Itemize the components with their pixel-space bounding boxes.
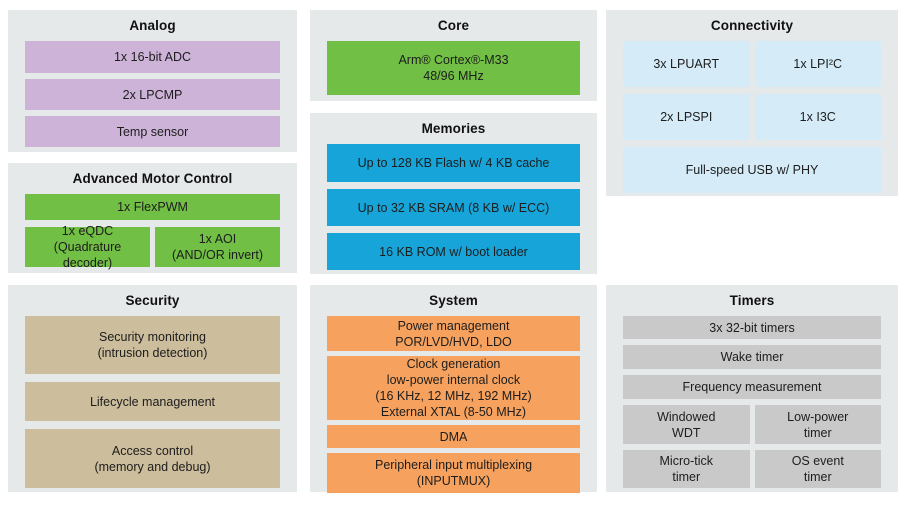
block-lpi2c: 1x LPI²C (754, 41, 881, 87)
panel-advanced-motor-control: Advanced Motor Control 1x FlexPWM 1x eQD… (8, 163, 297, 273)
panel-memories-cells: Up to 128 KB Flash w/ 4 KB cache Up to 3… (327, 144, 580, 270)
block-access-control: Access control (memory and debug) (25, 429, 280, 488)
panel-memories: Memories Up to 128 KB Flash w/ 4 KB cach… (310, 113, 597, 274)
panel-connectivity: Connectivity 3x LPUART 1x LPI²C 2x LPSPI… (606, 10, 898, 196)
block-clock-generation: Clock generation low-power internal cloc… (327, 356, 580, 420)
block-wake-timer: Wake timer (623, 345, 881, 369)
panel-security: Security Security monitoring (intrusion … (8, 285, 297, 492)
panel-motor-cells: 1x FlexPWM 1x eQDC (Quadrature decoder) … (25, 194, 280, 270)
block-dma: DMA (327, 425, 580, 448)
panel-memories-title: Memories (421, 121, 486, 136)
block-lpcmp: 2x LPCMP (25, 79, 280, 110)
panel-core-title: Core (437, 18, 470, 33)
block-flexpwm: 1x FlexPWM (25, 194, 280, 220)
panel-core-cells: Arm® Cortex®-M33 48/96 MHz (327, 41, 580, 95)
block-lpspi: 2x LPSPI (623, 94, 750, 140)
block-lifecycle-management: Lifecycle management (25, 382, 280, 421)
motor-bottom-row: 1x eQDC (Quadrature decoder) 1x AOI (AND… (25, 224, 280, 270)
block-usb-phy: Full-speed USB w/ PHY (623, 147, 881, 193)
panel-core: Core Arm® Cortex®-M33 48/96 MHz (310, 10, 597, 101)
block-inputmux: Peripheral input multiplexing (INPUTMUX) (327, 453, 580, 493)
block-windowed-wdt: Windowed WDT (623, 405, 750, 444)
block-flash: Up to 128 KB Flash w/ 4 KB cache (327, 144, 580, 182)
panel-analog-cells: 1x 16-bit ADC 2x LPCMP Temp sensor (25, 41, 280, 147)
block-power-management: Power management POR/LVD/HVD, LDO (327, 316, 580, 351)
panel-system: System Power management POR/LVD/HVD, LDO… (310, 285, 597, 493)
block-os-event-timer: OS event timer (754, 450, 881, 488)
block-security-monitoring: Security monitoring (intrusion detection… (25, 316, 280, 374)
panel-analog: Analog 1x 16-bit ADC 2x LPCMP Temp senso… (8, 10, 297, 152)
panel-motor-title: Advanced Motor Control (72, 171, 233, 186)
panel-timers: Timers 3x 32-bit timers Wake timer Frequ… (606, 285, 898, 492)
connectivity-row-1: 3x LPUART 1x LPI²C (623, 41, 881, 87)
block-eqdc: 1x eQDC (Quadrature decoder) (25, 224, 150, 270)
block-frequency-measurement: Frequency measurement (623, 375, 881, 399)
timers-grid-row-1: Windowed WDT Low-power timer (623, 405, 881, 444)
panel-timers-title: Timers (729, 293, 775, 308)
panel-system-cells: Power management POR/LVD/HVD, LDO Clock … (327, 316, 580, 493)
block-i3c: 1x I3C (754, 94, 881, 140)
block-temp-sensor: Temp sensor (25, 116, 280, 147)
connectivity-row-2: 2x LPSPI 1x I3C (623, 94, 881, 140)
timers-grid-row-2: Micro-tick timer OS event timer (623, 450, 881, 488)
block-aoi: 1x AOI (AND/OR invert) (155, 227, 280, 267)
block-micro-tick-timer: Micro-tick timer (623, 450, 750, 488)
block-16bit-adc: 1x 16-bit ADC (25, 41, 280, 73)
panel-connectivity-title: Connectivity (710, 18, 794, 33)
block-low-power-timer: Low-power timer (754, 405, 881, 444)
block-cortex-m33: Arm® Cortex®-M33 48/96 MHz (327, 41, 580, 95)
panel-analog-title: Analog (129, 18, 176, 33)
panel-timers-cells: 3x 32-bit timers Wake timer Frequency me… (623, 316, 881, 488)
panel-connectivity-cells: 3x LPUART 1x LPI²C 2x LPSPI 1x I3C Full-… (623, 41, 881, 193)
block-sram: Up to 32 KB SRAM (8 KB w/ ECC) (327, 189, 580, 226)
panel-system-title: System (429, 293, 478, 308)
block-32bit-timers: 3x 32-bit timers (623, 316, 881, 339)
panel-security-cells: Security monitoring (intrusion detection… (25, 316, 280, 488)
panel-security-title: Security (125, 293, 180, 308)
block-rom: 16 KB ROM w/ boot loader (327, 233, 580, 270)
block-lpuart: 3x LPUART (623, 41, 750, 87)
